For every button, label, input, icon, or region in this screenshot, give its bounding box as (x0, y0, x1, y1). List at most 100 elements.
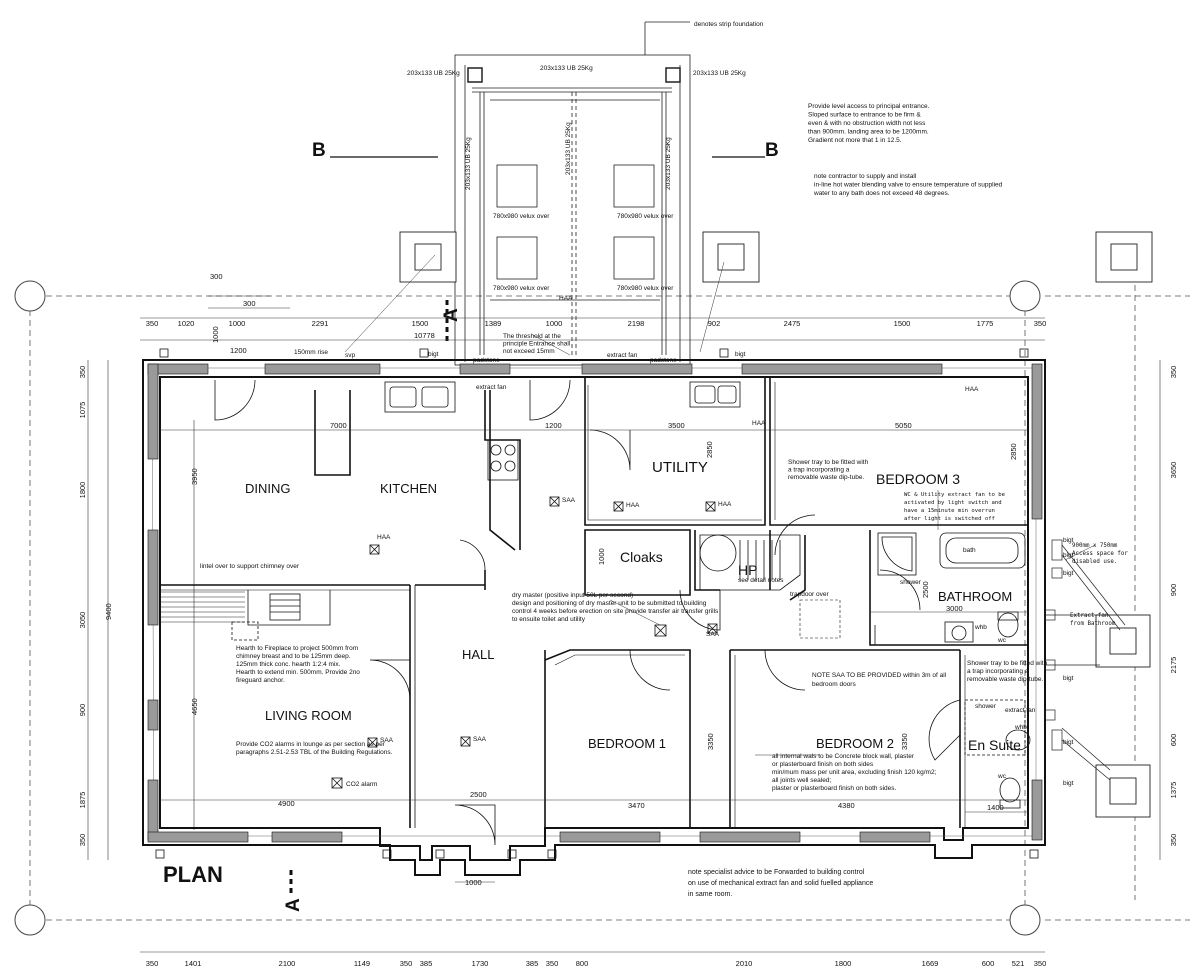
shower-label-2: shower (975, 703, 997, 710)
dry-line-3: control 4 weeks before erection on site … (512, 608, 719, 615)
section-a-top: A (441, 308, 462, 322)
alarm-marker-2 (549, 496, 560, 507)
dim-bed2-width: 4380 (838, 801, 855, 810)
dim-top-4: 2291 (312, 319, 329, 328)
access-line-1: 900mm x 750mm (1072, 543, 1118, 549)
dim-bottom-6: 385 (420, 959, 433, 968)
dim-top-5: 1500 (412, 319, 429, 328)
dim-top-small-4: 1200 (230, 346, 247, 355)
section-b-left: B (312, 140, 326, 161)
note-level-access: Provide level access to principal entran… (808, 103, 930, 144)
walls-line-2: or plasterboard finish on both sides (772, 761, 874, 768)
dim-left-6: 1875 (78, 792, 87, 809)
dim-bed2-height: 3350 (900, 733, 909, 750)
shower2-line-3: removable waste dip-tube. (967, 676, 1043, 683)
dim-top-10: 2475 (784, 319, 801, 328)
shower1-line-1: Shower tray to be fitted with (788, 459, 869, 466)
room-bathroom: BATHROOM (938, 589, 1012, 604)
room-dining: DINING (245, 481, 291, 496)
dim-top-6: 1389 (485, 319, 502, 328)
dim-bottom-9: 350 (546, 959, 559, 968)
dim-top-3: 1000 (229, 319, 246, 328)
door-swings (214, 379, 961, 846)
alarm-marker-5 (707, 623, 718, 634)
dim-bottom-10: 800 (576, 959, 589, 968)
co2-alarm-label: CO2 alarm (346, 781, 377, 788)
wcfan-line-3: have a 15minute min overrun (904, 508, 995, 514)
dim-right-3: 900 (1169, 584, 1178, 597)
svp-label: svp (345, 352, 356, 359)
dim-top-small-1: 300 (210, 272, 223, 281)
dim-right-1: 350 (1169, 366, 1178, 379)
dim-kitchen-width: 7000 (330, 421, 347, 430)
dry-line-4: to ensuite toilet and utility (512, 616, 586, 623)
dim-bottom-14: 600 (982, 959, 995, 968)
room-bedroom-2: BEDROOM 2 (816, 736, 894, 751)
velux-label-2: 780x980 velux over (617, 213, 674, 220)
beam-label-left: 203x133 UB 25Kg (407, 70, 460, 77)
wcfan-line-4: after light is switched off (904, 516, 995, 522)
walls-line-5: plaster or plasterboard finish on both s… (772, 785, 896, 792)
grid-lines (29, 255, 1190, 921)
internal-walls (160, 377, 1028, 840)
internal-dimension-lines (160, 429, 1028, 883)
dim-top-12: 1775 (977, 319, 994, 328)
spec-line-1: note specialist advice to be Forwarded t… (688, 869, 865, 876)
dim-bottom-7: 1730 (472, 959, 489, 968)
dim-top-1: 350 (146, 319, 159, 328)
note-co2: Provide CO2 alarms in lounge as per sect… (236, 741, 393, 756)
bigt-3: bigt (1063, 537, 1074, 544)
bigt-5: bigt (1063, 570, 1074, 577)
trapdoor-label: trapdoor over (790, 591, 829, 598)
shower1-line-2: a trap incorporating a (788, 467, 850, 474)
room-ensuite: En Suite (968, 737, 1021, 753)
dim-hall-gap: 1200 (545, 421, 562, 430)
left-dimension-lines (87, 360, 195, 860)
dim-left-7: 350 (78, 834, 87, 847)
dim-top-small-3: 1000 (211, 326, 220, 343)
dim-bottom-8: 385 (526, 959, 539, 968)
wcfan-line-2: activated by light switch and (904, 500, 1002, 506)
dim-bottom-2: 1401 (185, 959, 202, 968)
room-kitchen: KITCHEN (380, 481, 437, 496)
hearth-line-2: chimney breast and to be 125mm deep. (236, 653, 351, 660)
alarm-marker-1 (369, 544, 380, 555)
kitchen-fittings (384, 381, 741, 481)
dim-utility-height: 2850 (705, 441, 714, 458)
dim-bottom-4: 1149 (354, 959, 370, 968)
note-specialist: note specialist advice to be Forwarded t… (688, 869, 873, 898)
co2-line-1: Provide CO2 alarms in lounge as per sect… (236, 741, 386, 748)
dim-bed1-width: 3470 (628, 801, 645, 810)
trapdoor-box (799, 599, 841, 639)
saa-hall: SAA (473, 736, 487, 743)
bigt-2: bigt (735, 351, 746, 358)
hp-note: see detail notes (738, 577, 784, 584)
grid-circles (14, 280, 1041, 936)
hot-water-line-3: water to any bath does not exceed 48 deg… (813, 190, 950, 197)
dim-bath-width: 3000 (946, 604, 963, 613)
bigt-4: bigt (1063, 552, 1074, 559)
haa-kitchen: HAA (377, 534, 391, 541)
dim-front-door: 1000 (465, 878, 482, 887)
hearth-line-5: fireguard anchor. (236, 677, 285, 684)
dim-left-4: 3050 (78, 612, 87, 629)
dim-top-2: 1020 (178, 319, 195, 328)
saa-utility-hall: SAA (562, 497, 576, 504)
dim-bottom-15: 521 (1012, 959, 1025, 968)
lintel-hatching (160, 591, 245, 623)
room-cloaks: Cloaks (620, 549, 663, 565)
saa-hall-right: SAA (706, 631, 720, 638)
dim-left-overall: 9400 (104, 603, 113, 620)
threshold-line-3: not exceed 15mm (503, 348, 555, 355)
walls-line-3: min/mum mass per unit area, excluding fi… (772, 769, 937, 776)
dim-right-6: 1375 (1169, 782, 1178, 799)
dim-right-7: 350 (1169, 834, 1178, 847)
dim-top-7: 1000 (546, 319, 563, 328)
alarm-marker-7 (460, 736, 471, 747)
level-access-line-2: Sloped surface to entrance to be firm & (808, 112, 921, 119)
level-access-line-4: than 900mm. landing area to be 1200mm. (808, 129, 929, 136)
